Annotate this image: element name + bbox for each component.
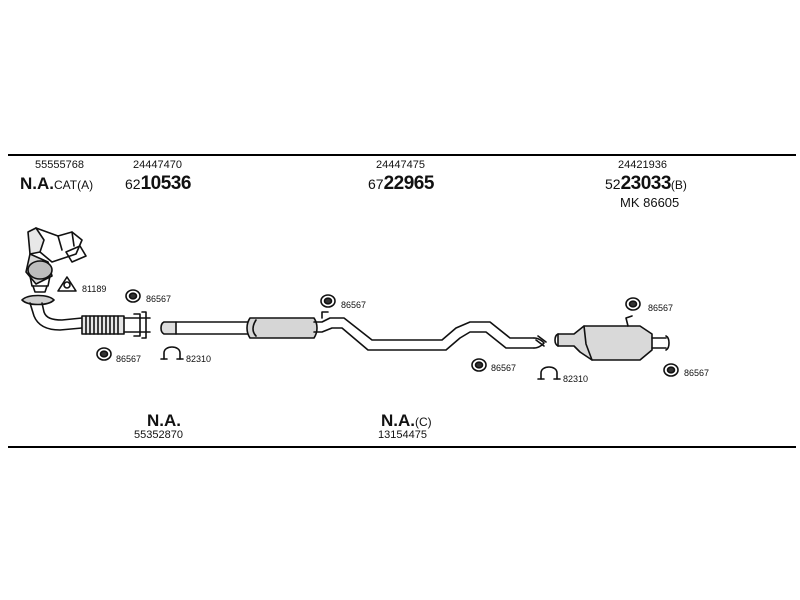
fitting-label-5: 86567	[341, 300, 367, 310]
front-pipe-ref-prefix: 62	[125, 176, 141, 192]
catalyst-label-suffix: CAT(A)	[54, 178, 94, 192]
clamp-icon	[537, 366, 561, 380]
rubber-hanger-icon	[96, 347, 112, 361]
fitting-label-6: 86567	[491, 363, 517, 373]
front-pipe	[21, 294, 151, 339]
top-rule	[8, 154, 796, 156]
catalytic-converter	[25, 227, 87, 293]
mounting-kit-label: MK 86605	[620, 195, 680, 210]
bottom-left-part-no: 55352870	[134, 429, 183, 441]
rubber-hanger-icon	[663, 363, 679, 377]
fitting-label-1: 81189	[82, 284, 107, 294]
front-pipe-ref: 6210536	[125, 174, 191, 193]
fitting-label-7: 82310	[563, 374, 589, 384]
part-no-catalyst: 55555768	[35, 159, 84, 171]
rubber-hanger-icon	[320, 294, 336, 308]
bottom-center-label-suffix: (C)	[415, 415, 432, 429]
bottom-left-label: N.A.	[147, 411, 181, 430]
part-no-front-pipe: 24447470	[133, 159, 182, 171]
middle-silencer-ref-prefix: 67	[368, 176, 384, 192]
rear-silencer-ref-prefix: 52	[605, 176, 621, 192]
fitting-label-3: 86567	[116, 354, 142, 364]
rear-silencer	[554, 315, 670, 361]
bottom-center-label-bold: N.A.	[381, 411, 415, 430]
rubber-hanger-icons	[96, 289, 679, 377]
bottom-center-label: N.A.(C)	[381, 412, 432, 430]
rubber-hanger-icon	[471, 358, 487, 372]
part-no-middle-silencer: 24447475	[376, 159, 425, 171]
rear-silencer-ref-suffix: (B)	[670, 178, 687, 192]
clamp-icon	[160, 346, 184, 360]
fitting-label-2: 86567	[146, 294, 172, 304]
catalyst-label: N.A.CAT(A)	[20, 175, 93, 193]
catalyst-label-bold: N.A.	[20, 174, 54, 193]
bottom-rule	[8, 446, 796, 448]
front-pipe-ref-number: 10536	[140, 173, 192, 194]
gasket-icon	[57, 276, 77, 292]
fitting-label-8: 86567	[648, 303, 674, 313]
rear-silencer-ref: 5223033(B)	[605, 174, 687, 193]
middle-silencer-assembly	[160, 311, 547, 351]
rubber-hanger-icon	[125, 289, 141, 303]
middle-silencer-ref-number: 22965	[383, 173, 435, 194]
fitting-label-4: 82310	[186, 354, 212, 364]
rear-silencer-ref-number: 23033	[620, 173, 672, 194]
middle-silencer-ref: 6722965	[368, 174, 434, 193]
fitting-label-9: 86567	[684, 368, 710, 378]
part-no-rear-silencer: 24421936	[618, 159, 667, 171]
bottom-center-part-no: 13154475	[378, 429, 427, 441]
rubber-hanger-icon	[625, 297, 641, 311]
